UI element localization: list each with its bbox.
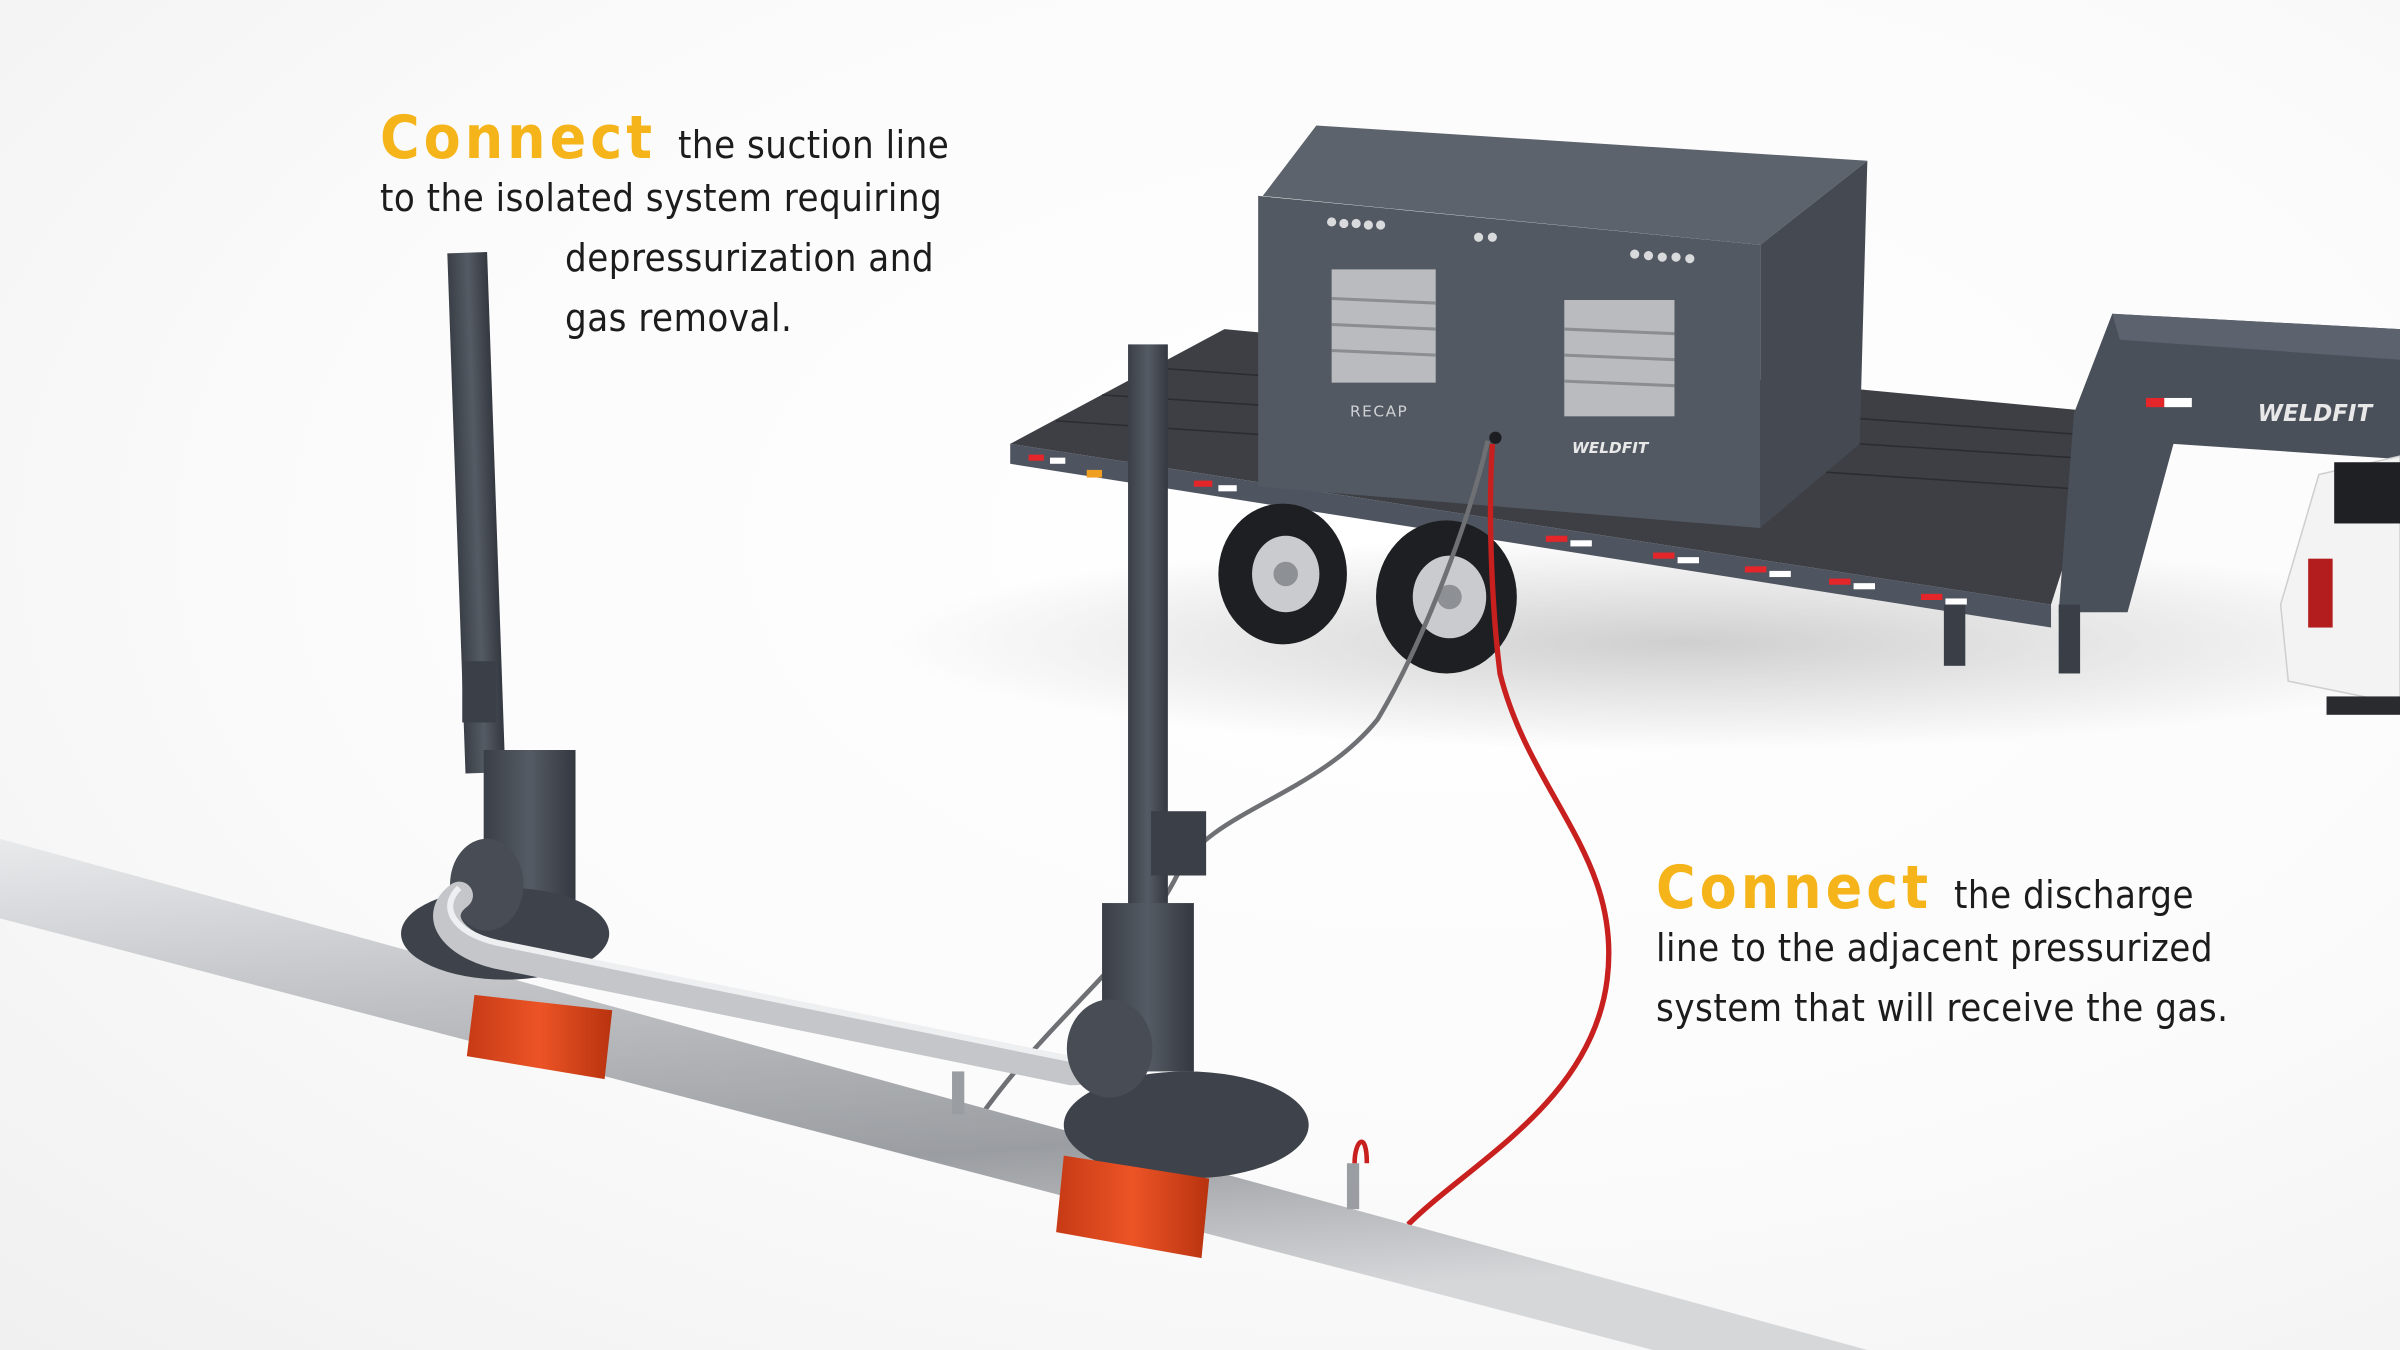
caption-highlight: Connect — [1656, 853, 1932, 923]
caption-highlight: Connect — [380, 103, 656, 173]
caption-line: the discharge — [1954, 873, 2195, 917]
trailer-shadow — [887, 535, 2400, 750]
caption-line: depressurization and — [565, 236, 935, 280]
pickup-truck — [2279, 455, 2400, 715]
caption-line: to the isolated system requiring — [380, 176, 943, 220]
recovery-unit: RECAP WELDFIT — [1258, 125, 1868, 529]
caption-line: line to the adjacent pressurized — [1656, 926, 2214, 970]
unit-maker-logo: WELDFIT — [1572, 439, 1650, 457]
discharge-fitting — [1056, 344, 1309, 1259]
discharge-hose — [1406, 443, 1612, 1227]
unit-brand-logo: RECAP — [1350, 402, 1408, 420]
pipe-connectors — [952, 1071, 1370, 1210]
caption-line: the suction line — [678, 123, 950, 167]
caption-line: system that will receive the gas. — [1656, 986, 2229, 1030]
caption-line: gas removal. — [565, 296, 793, 340]
main-pipeline — [0, 838, 1868, 1350]
trailer-wheels — [1218, 503, 1517, 674]
trailer-logo: WELDFIT — [2258, 401, 2375, 427]
suction-hose — [977, 440, 1490, 1119]
